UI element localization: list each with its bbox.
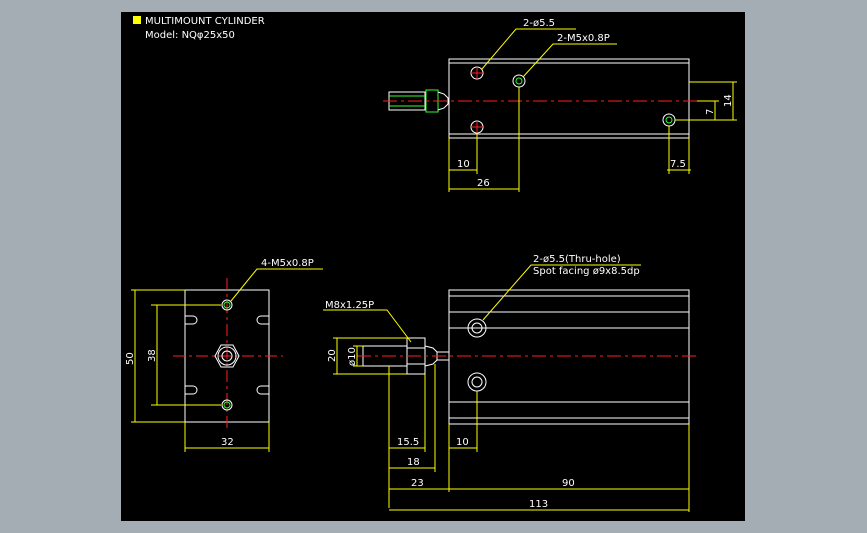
dim-end-32: 32 bbox=[221, 437, 234, 448]
end-thread-hole-top bbox=[221, 299, 233, 311]
leader-thread bbox=[522, 43, 617, 78]
title-heading: MULTIMOUNT CYLINDER bbox=[145, 16, 265, 27]
end-thread-hole-top-inner bbox=[223, 301, 231, 309]
dim-top-14: 14 bbox=[723, 94, 734, 107]
leader-side-hole bbox=[482, 264, 641, 321]
end-slot bbox=[185, 315, 198, 325]
leader-rod-thread bbox=[323, 309, 412, 343]
dim-end-38: 38 bbox=[147, 349, 158, 362]
cad-drawing: MULTIMOUNT CYLINDER Model: NQφ25x50 2-ø5… bbox=[125, 16, 737, 512]
top-thread-hole-inner bbox=[515, 77, 523, 85]
dim-side-20: 20 bbox=[327, 349, 338, 362]
dim-top-26: 26 bbox=[477, 178, 490, 189]
side-body-outline bbox=[448, 289, 690, 425]
label-top-hole: 2-ø5.5 bbox=[523, 18, 555, 29]
end-slot bbox=[185, 385, 198, 395]
dim-top-7: 7 bbox=[705, 109, 716, 115]
end-slot bbox=[256, 315, 269, 325]
dim-top-7-5: 7.5 bbox=[670, 159, 686, 170]
dim-end-50: 50 bbox=[125, 352, 136, 365]
label-top-thread: 2-M5x0.8P bbox=[557, 33, 610, 44]
end-thread-hole-bottom-inner bbox=[223, 401, 231, 409]
side-hole-lower-inner bbox=[471, 376, 483, 388]
end-rod-circle bbox=[217, 346, 237, 366]
side-hole-upper-inner bbox=[471, 322, 483, 334]
title-marker-icon bbox=[133, 16, 141, 24]
side-hole-lower-outer bbox=[467, 372, 487, 392]
top-body-outline bbox=[448, 58, 690, 139]
label-rod-thread: M8x1.25P bbox=[325, 300, 374, 311]
end-rod-hex bbox=[214, 344, 240, 368]
side-hole-upper-outer bbox=[467, 318, 487, 338]
dim-side-90: 90 bbox=[562, 478, 575, 489]
dim-side-23: 23 bbox=[411, 478, 424, 489]
drawing-viewport[interactable]: MULTIMOUNT CYLINDER Model: NQφ25x50 2-ø5… bbox=[121, 12, 745, 521]
side-view: 2-ø5.5(Thru-hole) Spot facing ø9x8.5dp M… bbox=[323, 254, 697, 512]
label-side-hole-1: 2-ø5.5(Thru-hole) bbox=[533, 254, 621, 265]
leader-hole bbox=[481, 28, 576, 70]
dim-side-15-5: 15.5 bbox=[397, 437, 419, 448]
title-model: Model: NQφ25x50 bbox=[145, 30, 235, 41]
end-thread-hole-bottom bbox=[221, 399, 233, 411]
end-slot bbox=[256, 385, 269, 395]
top-thread-hole-right-inner bbox=[665, 116, 673, 124]
top-rod-collar bbox=[437, 91, 449, 111]
top-thread-hole-right bbox=[662, 113, 676, 127]
top-view: 2-ø5.5 2-M5x0.8P 10 26 7.5 7 14 bbox=[383, 18, 737, 192]
end-rod-inner bbox=[221, 350, 233, 362]
end-view: 4-M5x0.8P 50 38 32 bbox=[125, 258, 323, 452]
dim-side-10: 10 bbox=[456, 437, 469, 448]
dim-side-113: 113 bbox=[529, 499, 548, 510]
dim-top-10: 10 bbox=[457, 159, 470, 170]
leader-end-thread bbox=[230, 268, 323, 302]
dim-side-d10: ø10 bbox=[347, 347, 358, 366]
label-side-hole-2: Spot facing ø9x8.5dp bbox=[533, 266, 640, 277]
dim-side-18: 18 bbox=[407, 457, 420, 468]
label-end-thread: 4-M5x0.8P bbox=[261, 258, 314, 269]
